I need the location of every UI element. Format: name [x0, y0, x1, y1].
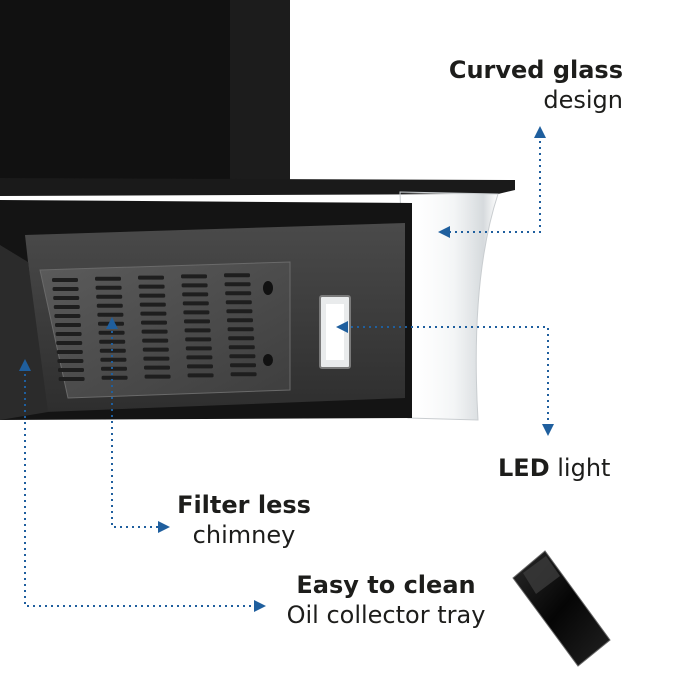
vent-slot	[184, 328, 211, 333]
vent-slot	[53, 296, 80, 300]
vent-slot	[142, 347, 169, 352]
vent-slot	[229, 354, 256, 359]
screw-bottom	[263, 354, 273, 366]
curved-glass-subtitle: design	[543, 86, 623, 114]
vent-slot	[224, 282, 251, 287]
vent-slot	[143, 356, 170, 361]
callout-arrows	[19, 126, 554, 612]
screw-top	[263, 281, 273, 295]
vent-slot	[183, 310, 210, 315]
vent-slot	[184, 319, 210, 324]
led-light-title: LED	[498, 454, 550, 482]
vent-slot	[96, 294, 123, 299]
vent-slot	[141, 329, 168, 334]
vent-slot	[95, 285, 122, 290]
vent-slot	[186, 355, 213, 360]
vent-slot	[187, 364, 213, 369]
vent-slot	[97, 312, 124, 317]
led-light-subtitle: light	[557, 454, 611, 482]
vent-slot	[139, 293, 166, 298]
vent-slot	[224, 273, 250, 278]
vent-slot	[228, 345, 255, 350]
easy-clean-label: Easy to clean Oil collector tray	[276, 570, 496, 630]
vent-slot	[182, 301, 209, 306]
vent-slot	[56, 350, 83, 354]
easy-clean-callout-line	[24, 368, 256, 607]
vent-slot	[55, 323, 81, 327]
vent-slot	[101, 375, 128, 380]
curved-glass-label: Curved glass design	[449, 55, 623, 115]
easy-clean-title: Easy to clean	[296, 571, 476, 599]
vent-slot	[96, 303, 123, 308]
filter-less-title: Filter less	[177, 491, 311, 519]
curved-glass-panel	[399, 191, 499, 421]
vent-slot	[100, 357, 127, 362]
vent-slot	[52, 278, 78, 282]
vent-slot	[181, 274, 207, 279]
vent-slot	[101, 366, 127, 371]
vent-slot	[55, 332, 82, 336]
vent-slot	[185, 337, 212, 342]
vent-slot	[58, 368, 84, 372]
vent-slot	[95, 276, 121, 281]
filter-vents	[52, 273, 257, 381]
vent-slot	[140, 311, 167, 316]
oil-collector-tray	[512, 550, 611, 667]
vent-slot	[230, 372, 257, 377]
filter-less-subtitle: chimney	[192, 521, 296, 549]
arrow-up-icon	[106, 317, 118, 329]
vent-slot	[52, 287, 79, 291]
filter-less-callout-line	[111, 325, 160, 528]
vent-slot	[139, 302, 166, 307]
vent-slot	[228, 336, 255, 341]
vent-slot	[141, 320, 167, 325]
vent-slot	[225, 291, 252, 296]
vent-slot	[58, 377, 85, 381]
arrow-up-icon	[19, 359, 31, 371]
vent-slot	[181, 283, 208, 288]
glass-top-edge	[0, 178, 515, 196]
vent-slot	[142, 338, 169, 343]
arrow-right-icon	[254, 600, 266, 612]
vent-slot	[138, 284, 165, 289]
vent-slot	[56, 341, 83, 345]
vent-slot	[230, 363, 256, 368]
curved-glass-callout-line	[447, 135, 541, 233]
vent-slot	[144, 374, 171, 379]
vent-slot	[57, 359, 84, 363]
arrow-right-icon	[158, 521, 170, 533]
vent-slot	[53, 305, 80, 309]
hood-left-face	[0, 245, 48, 420]
chimney-duct-shade	[230, 0, 290, 190]
curved-glass-title: Curved glass	[448, 56, 623, 84]
arrow-left-icon	[336, 321, 348, 333]
oil-collector-tray-highlight	[523, 556, 560, 594]
arrow-left-icon	[438, 226, 450, 238]
vent-slot	[226, 309, 253, 314]
led-light-label: LED light	[498, 453, 610, 483]
easy-clean-subtitle: Oil collector tray	[286, 601, 486, 629]
vent-slot	[225, 300, 252, 305]
vent-slot	[54, 314, 81, 318]
vent-slot	[227, 318, 253, 323]
led-light-callout-line	[345, 326, 549, 425]
callout-lines	[24, 135, 549, 607]
vent-slot	[185, 346, 212, 351]
arrow-down-icon	[542, 424, 554, 436]
vent-slot	[187, 373, 214, 378]
filter-less-label: Filter less chimney	[176, 490, 312, 550]
vent-slot	[99, 339, 126, 344]
vent-slot	[227, 327, 254, 332]
vent-slot	[144, 365, 170, 370]
vent-slot	[182, 292, 209, 297]
led-light-inner	[326, 304, 344, 360]
arrow-up-icon	[534, 126, 546, 138]
vent-slot	[138, 275, 164, 280]
